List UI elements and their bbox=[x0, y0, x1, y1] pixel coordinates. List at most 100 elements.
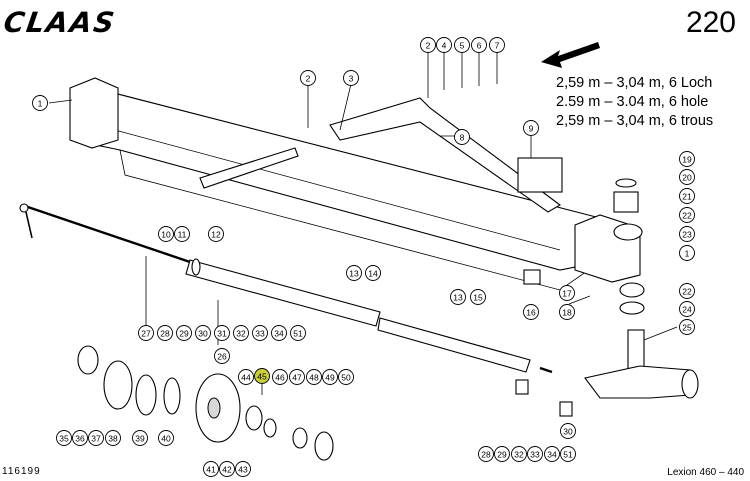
callout-42[interactable]: 42 bbox=[219, 461, 235, 477]
callout-label: 33 bbox=[255, 329, 265, 339]
callout-31[interactable]: 31 bbox=[214, 325, 230, 341]
callout-49[interactable]: 49 bbox=[322, 369, 338, 385]
callout-label: 24 bbox=[682, 305, 692, 315]
callout-33[interactable]: 33 bbox=[252, 325, 268, 341]
steering-knuckle bbox=[584, 282, 699, 399]
callout-label: 34 bbox=[547, 450, 557, 460]
callout-label: 35 bbox=[59, 434, 69, 444]
callout-5[interactable]: 5 bbox=[454, 37, 470, 53]
callout-label: 38 bbox=[108, 434, 118, 444]
callout-1b[interactable]: 1 bbox=[679, 245, 695, 261]
callout-1[interactable]: 1 bbox=[32, 95, 48, 111]
callout-32b[interactable]: 32 bbox=[511, 446, 527, 462]
callout-50[interactable]: 50 bbox=[338, 369, 354, 385]
spec-line-en: 2.59 m – 3.04 m, 6 hole bbox=[556, 94, 709, 110]
callout-11[interactable]: 11 bbox=[174, 226, 190, 242]
spec-line-fr: 2,59 m – 3,04 m, 6 trous bbox=[556, 113, 714, 129]
callout-6[interactable]: 6 bbox=[471, 37, 487, 53]
spec-line-de: 2,59 m – 3,04 m, 6 Loch bbox=[556, 75, 713, 91]
callout-label: 45 bbox=[257, 372, 267, 382]
callout-19[interactable]: 19 bbox=[679, 151, 695, 167]
callout-2b[interactable]: 2 bbox=[420, 37, 436, 53]
callout-48[interactable]: 48 bbox=[306, 369, 322, 385]
callout-21[interactable]: 21 bbox=[679, 188, 695, 204]
callout-13b[interactable]: 13 bbox=[450, 289, 466, 305]
callout-38[interactable]: 38 bbox=[105, 430, 121, 446]
callout-20[interactable]: 20 bbox=[679, 169, 695, 185]
model-label: Lexion 460 – 440 bbox=[667, 467, 744, 478]
callout-label: 33 bbox=[530, 450, 540, 460]
callout-label: 29 bbox=[179, 329, 189, 339]
callout-26[interactable]: 26 bbox=[214, 348, 230, 364]
callout-46[interactable]: 46 bbox=[272, 369, 288, 385]
callout-40[interactable]: 40 bbox=[158, 430, 174, 446]
callout-label: 23 bbox=[682, 230, 692, 240]
callout-39[interactable]: 39 bbox=[132, 430, 148, 446]
callout-8[interactable]: 8 bbox=[454, 129, 470, 145]
callout-27[interactable]: 27 bbox=[138, 325, 154, 341]
callout-16[interactable]: 16 bbox=[523, 304, 539, 320]
callout-35[interactable]: 35 bbox=[56, 430, 72, 446]
callout-18[interactable]: 18 bbox=[559, 304, 575, 320]
callout-9[interactable]: 9 bbox=[523, 120, 539, 136]
callout-label: 34 bbox=[274, 329, 284, 339]
callout-15[interactable]: 15 bbox=[470, 289, 486, 305]
callout-30b[interactable]: 30 bbox=[560, 423, 576, 439]
callout-label: 30 bbox=[563, 427, 573, 437]
callout-41[interactable]: 41 bbox=[203, 461, 219, 477]
callout-3[interactable]: 3 bbox=[343, 70, 359, 86]
callout-2[interactable]: 2 bbox=[300, 70, 316, 86]
callout-34b[interactable]: 34 bbox=[544, 446, 560, 462]
callout-label: 5 bbox=[460, 41, 465, 51]
callout-44[interactable]: 44 bbox=[238, 369, 254, 385]
callout-group: 1 2 3 2 4 5 6 7 8 9 10 11 12 13 14 13 15… bbox=[32, 37, 695, 477]
callout-label: 29 bbox=[497, 450, 507, 460]
callout-51b[interactable]: 51 bbox=[560, 446, 576, 462]
callout-34[interactable]: 34 bbox=[271, 325, 287, 341]
callout-label: 19 bbox=[682, 155, 692, 165]
callout-36[interactable]: 36 bbox=[72, 430, 88, 446]
callout-24[interactable]: 24 bbox=[679, 301, 695, 317]
callout-29[interactable]: 29 bbox=[176, 325, 192, 341]
callout-29b[interactable]: 29 bbox=[494, 446, 510, 462]
callout-label: 40 bbox=[161, 434, 171, 444]
callout-label: 28 bbox=[481, 450, 491, 460]
callout-label: 16 bbox=[526, 308, 536, 318]
callout-10[interactable]: 10 bbox=[158, 226, 174, 242]
callout-label: 2 bbox=[426, 41, 431, 51]
callout-label: 13 bbox=[453, 293, 463, 303]
callout-28b[interactable]: 28 bbox=[478, 446, 494, 462]
callout-label: 32 bbox=[236, 329, 246, 339]
callout-label: 26 bbox=[217, 352, 227, 362]
callout-14[interactable]: 14 bbox=[365, 265, 381, 281]
callout-22[interactable]: 22 bbox=[679, 207, 695, 223]
callout-12[interactable]: 12 bbox=[208, 226, 224, 242]
callout-label: 7 bbox=[495, 41, 500, 51]
document-id: 116199 bbox=[2, 466, 41, 477]
callout-label: 41 bbox=[206, 465, 216, 475]
callout-43[interactable]: 43 bbox=[235, 461, 251, 477]
callout-25[interactable]: 25 bbox=[679, 319, 695, 335]
callout-7[interactable]: 7 bbox=[489, 37, 505, 53]
callout-label: 43 bbox=[238, 465, 248, 475]
callout-label: 49 bbox=[325, 373, 335, 383]
callout-13[interactable]: 13 bbox=[346, 265, 362, 281]
callout-51[interactable]: 51 bbox=[290, 325, 306, 341]
callout-37[interactable]: 37 bbox=[88, 430, 104, 446]
callout-47[interactable]: 47 bbox=[289, 369, 305, 385]
callout-33b[interactable]: 33 bbox=[527, 446, 543, 462]
callout-28[interactable]: 28 bbox=[157, 325, 173, 341]
callout-label: 15 bbox=[473, 293, 483, 303]
callout-32[interactable]: 32 bbox=[233, 325, 249, 341]
callout-label: 44 bbox=[241, 373, 251, 383]
callout-45[interactable]: 45 bbox=[254, 368, 270, 384]
callout-label: 39 bbox=[135, 434, 145, 444]
callout-4[interactable]: 4 bbox=[436, 37, 452, 53]
callout-22b[interactable]: 22 bbox=[679, 283, 695, 299]
callout-17[interactable]: 17 bbox=[559, 285, 575, 301]
callout-23[interactable]: 23 bbox=[679, 226, 695, 242]
page-number: 220 bbox=[685, 6, 736, 39]
callout-label: 1 bbox=[38, 99, 43, 109]
callout-label: 50 bbox=[341, 373, 351, 383]
callout-30[interactable]: 30 bbox=[195, 325, 211, 341]
